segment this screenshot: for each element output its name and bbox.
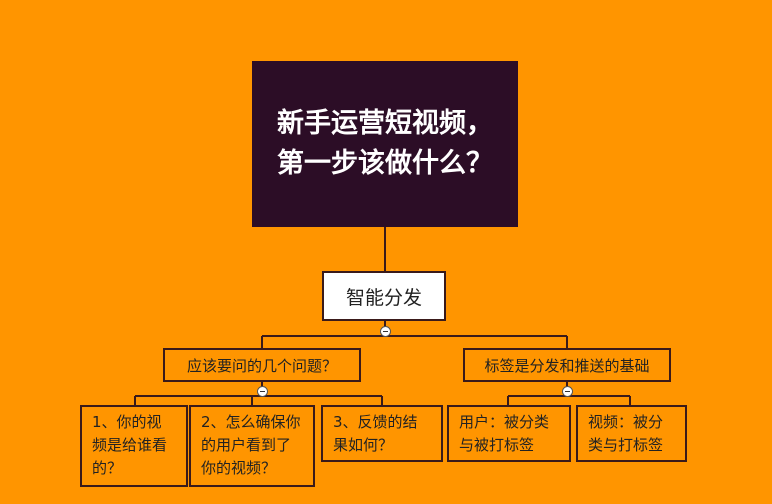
leaf-video-tagging[interactable]: 视频：被分类与打标签 (576, 405, 687, 462)
root-topic[interactable]: 新手运营短视频，第一步该做什么？ (252, 61, 518, 227)
collapse-minus-icon[interactable] (257, 386, 268, 397)
root-topic-label: 新手运营短视频，第一步该做什么？ (277, 108, 493, 179)
leaf-label: 用户：被分类与被打标签 (459, 413, 550, 454)
branch-tags-basis[interactable]: 标签是分发和推送的基础 (463, 348, 671, 382)
leaf-label: 视频：被分类与打标签 (588, 413, 664, 454)
leaf-label: 2、怎么确保你的用户看到了你的视频？ (201, 413, 301, 477)
branch-questions[interactable]: 应该要问的几个问题？ (163, 348, 361, 382)
leaf-feedback-result[interactable]: 3、反馈的结果如何？ (321, 405, 443, 462)
collapse-minus-icon[interactable] (380, 326, 391, 337)
leaf-label: 1、你的视频是给谁看的？ (92, 413, 168, 477)
leaf-who-watches[interactable]: 1、你的视频是给谁看的？ (80, 405, 188, 487)
leaf-ensure-users-see[interactable]: 2、怎么确保你的用户看到了你的视频？ (189, 405, 315, 487)
branch-label: 标签是分发和推送的基础 (484, 356, 650, 375)
topic-label: 智能分发 (345, 286, 422, 309)
leaf-user-tagging[interactable]: 用户：被分类与被打标签 (447, 405, 571, 462)
collapse-minus-icon[interactable] (562, 386, 573, 397)
topic-smart-distribution[interactable]: 智能分发 (322, 271, 446, 321)
branch-label: 应该要问的几个问题？ (186, 356, 337, 375)
leaf-label: 3、反馈的结果如何？ (333, 413, 418, 454)
